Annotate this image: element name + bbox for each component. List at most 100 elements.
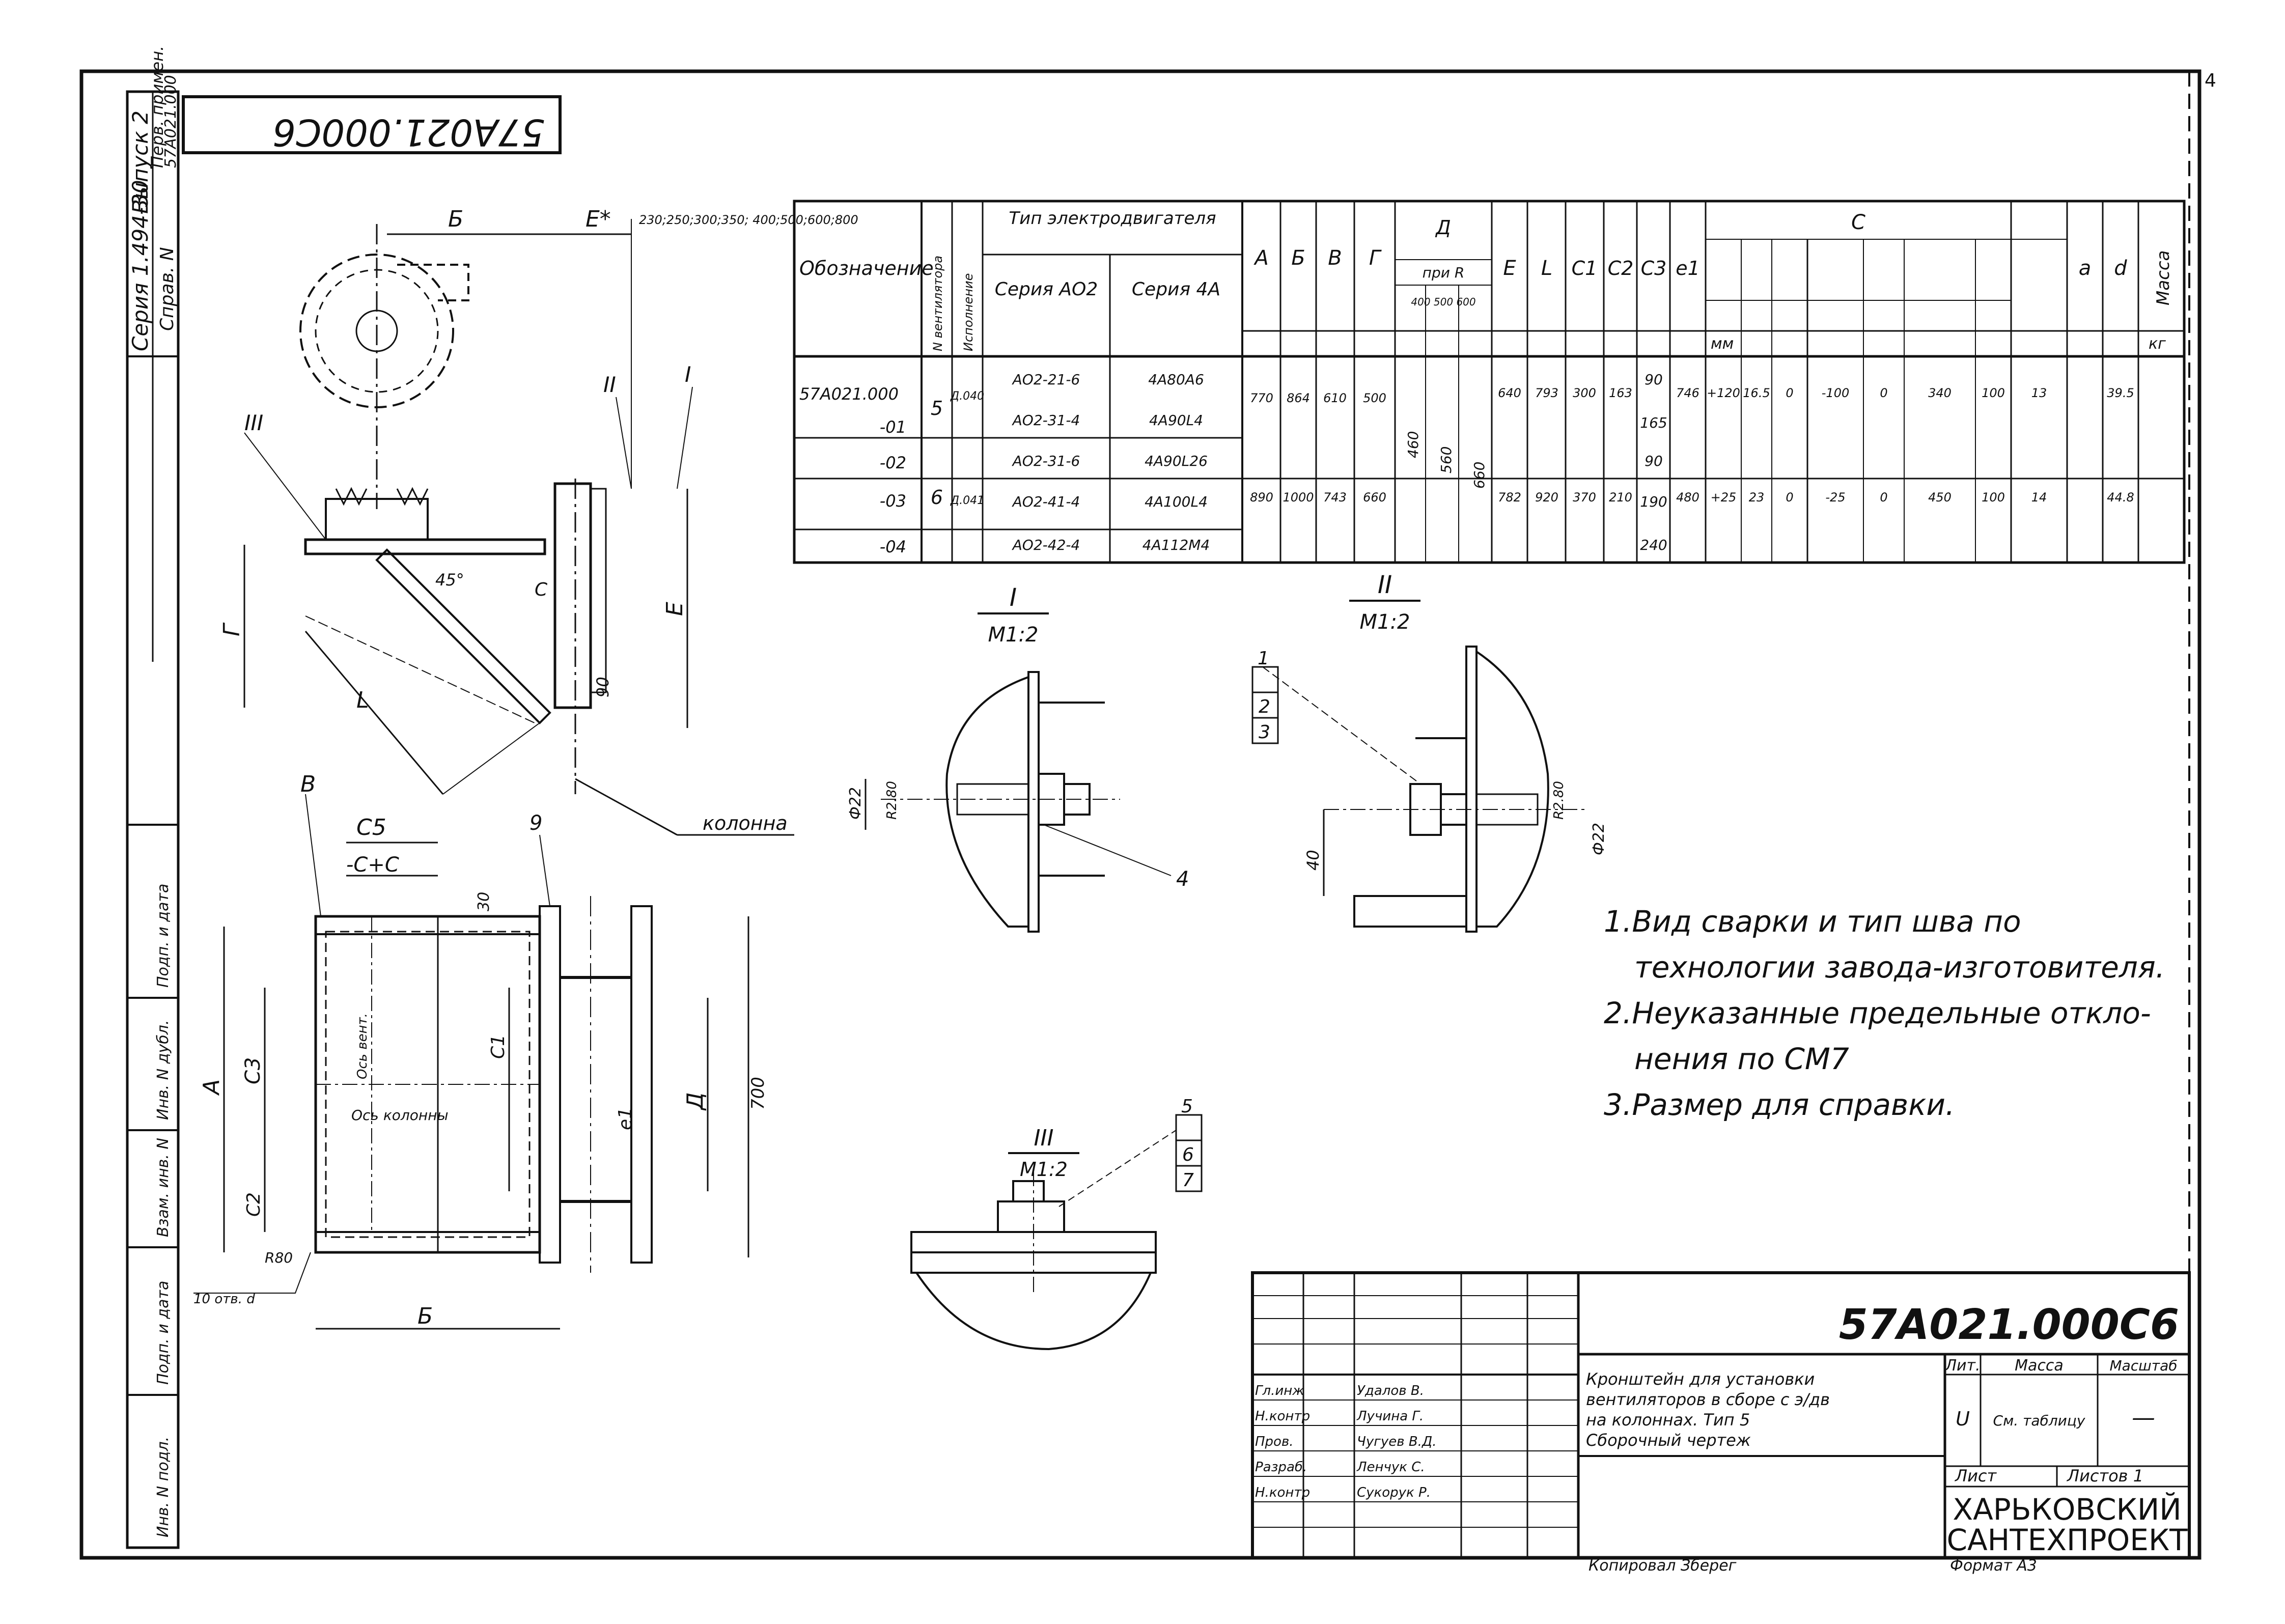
row0-designation: 57A021.000	[799, 384, 899, 404]
detail-III-part5: 5	[1181, 1096, 1193, 1117]
th-L: L	[1541, 257, 1552, 280]
dim-L: L	[356, 687, 369, 713]
d-col-660: 660	[1471, 462, 1488, 489]
strip-podp-data-1: Подп. и дата	[154, 1281, 172, 1385]
row2-designation: -02	[880, 453, 906, 472]
th-execution: Исполнение	[961, 273, 976, 351]
detail-III-scale: М1:2	[1020, 1158, 1068, 1181]
tb-copied: Копировал Зберег	[1589, 1557, 1737, 1575]
th-a: а	[2079, 257, 2092, 280]
plan-dim-e1: e1	[615, 1107, 636, 1130]
roman-II-label: II	[603, 372, 616, 397]
stamp-box	[182, 95, 562, 154]
row1-C3: 165	[1640, 414, 1667, 431]
d-col-560: 560	[1438, 446, 1455, 473]
dim-E-star: Е*	[586, 206, 611, 232]
tb-code: 57A021.000C6	[1839, 1301, 2179, 1349]
angle-45: 45°	[435, 570, 464, 590]
row0-a: 100	[1982, 386, 2005, 400]
detail-III-part6: 6	[1182, 1144, 1194, 1165]
row0-V: 610	[1323, 391, 1347, 405]
detail-II-part2: 2	[1259, 696, 1270, 717]
tb-org-2: САНТЕХПРОЕКТ	[1946, 1523, 2188, 1557]
row0-C2: 163	[1609, 386, 1632, 400]
row4-ao2: АО2-42-4	[1012, 537, 1080, 553]
tb-name-1: Кронштейн для установки	[1586, 1369, 1815, 1389]
tb-col-scale: Масштаб	[2109, 1357, 2177, 1374]
dims-note: 230;250;300;350; 400;500;600;800	[639, 213, 858, 227]
row0-e1: 746	[1676, 386, 1699, 400]
tb-scale-value: —	[2132, 1404, 2155, 1431]
row3-mass: 44.8	[2107, 490, 2134, 505]
strip-inv-dubl: Инв. N дубл.	[154, 1020, 172, 1121]
row0-c-c: 0	[1786, 386, 1793, 400]
tb-col-lit: Лит.	[1944, 1357, 1980, 1375]
detail-I-title: I	[1010, 583, 1017, 612]
sig-role-3: Разраб.	[1255, 1460, 1307, 1475]
row3-L: 920	[1535, 490, 1558, 505]
row0-A: 770	[1250, 391, 1273, 405]
row0-d: 13	[2031, 386, 2047, 400]
detail-II-part1: 1	[1258, 648, 1269, 669]
th-G: Г	[1369, 246, 1382, 270]
row0-c-b: 16.5	[1743, 386, 1770, 400]
roman-I-label: I	[685, 362, 691, 387]
row0-exec: Д.040	[950, 390, 984, 403]
detail-I-part4: 4	[1176, 867, 1189, 891]
title-block: 57A021.000C6 Кронштейн для установки вен…	[1251, 1271, 2191, 1575]
row0-B: 864	[1287, 391, 1310, 405]
dim-G: Г	[219, 622, 245, 636]
sig-name-4: Сукорук Р.	[1357, 1485, 1431, 1500]
tb-org-1: ХАРЬКОВСКИЙ	[1953, 1492, 2181, 1527]
th-E: Е	[1503, 257, 1516, 280]
dim-B: Б	[448, 206, 463, 232]
th-D: Д	[1435, 216, 1451, 239]
sig-name-0: Удалов В.	[1357, 1383, 1424, 1398]
dim-C-formula: -C+C	[346, 853, 399, 877]
row3-B: 1000	[1283, 490, 1314, 505]
corner-number: 4	[2205, 70, 2216, 91]
detail-II-scale: М1:2	[1360, 610, 1410, 634]
detail-III: III М1:2 5 6 7	[910, 1096, 1203, 1351]
plan-R80: R80	[265, 1249, 293, 1266]
sig-role-4: Н.контр	[1255, 1485, 1310, 1500]
sig-name-3: Ленчук С.	[1356, 1460, 1425, 1475]
sig-role-1: Н.контр	[1255, 1409, 1310, 1424]
th-designation: Обозначение	[799, 257, 934, 279]
tb-mass-value: См. таблицу	[1993, 1412, 2085, 1429]
th-series-ao2: Серия АО2	[995, 279, 1098, 300]
first-use-value: 57A021.000	[162, 75, 180, 168]
notes: 1.Вид сварки и тип шва по технологии зав…	[1604, 904, 2165, 1122]
th-motor-type: Тип электродвигателя	[1009, 208, 1216, 229]
note-2a: 2.Неуказанные предельные откло-	[1604, 996, 2151, 1030]
sig-name-2: Чугуев В.Д.	[1357, 1434, 1437, 1449]
fan-axis-label: Ось вент.	[355, 1013, 370, 1079]
th-D-sub: при R	[1423, 264, 1465, 281]
dim-30: 30	[475, 892, 493, 911]
detail-I: I М1:2 Ф22 R2.80 4	[847, 583, 1189, 933]
designation-stamp: 57A021.000C6	[272, 111, 545, 154]
th-C3: C3	[1641, 257, 1667, 279]
detail-II-title: II	[1378, 571, 1392, 599]
series-label: Серия 1.494-30	[128, 180, 153, 351]
row0-c-a: +120	[1707, 386, 1740, 400]
column-label: колонна	[703, 812, 788, 834]
row2-ao2: АО2-31-6	[1012, 453, 1080, 469]
plan-dim-700: 700	[748, 1077, 768, 1110]
row0-C3: 90	[1645, 371, 1663, 388]
detail-II-d22: Ф22	[1590, 823, 1608, 855]
row0-c-d: -100	[1822, 386, 1849, 400]
row3-C1: 370	[1573, 490, 1596, 505]
dim-C5: C5	[356, 815, 386, 841]
note-3: 3.Размер для справки.	[1604, 1087, 1955, 1122]
th-C: С	[1851, 211, 1865, 234]
strip-vzam-inv: Взам. инв. N	[154, 1138, 172, 1237]
row0-L: 793	[1535, 386, 1558, 400]
row1-ao2: АО2-31-4	[1012, 412, 1080, 429]
row0-fan: 5	[931, 397, 943, 419]
row3-E: 782	[1498, 490, 1521, 505]
tb-name-4: Сборочный чертеж	[1586, 1431, 1751, 1450]
detail-II-R: R2.80	[1551, 781, 1567, 820]
detail-II: II М1:2 1 2 3 40 R2.80 Ф22	[1251, 571, 1608, 933]
